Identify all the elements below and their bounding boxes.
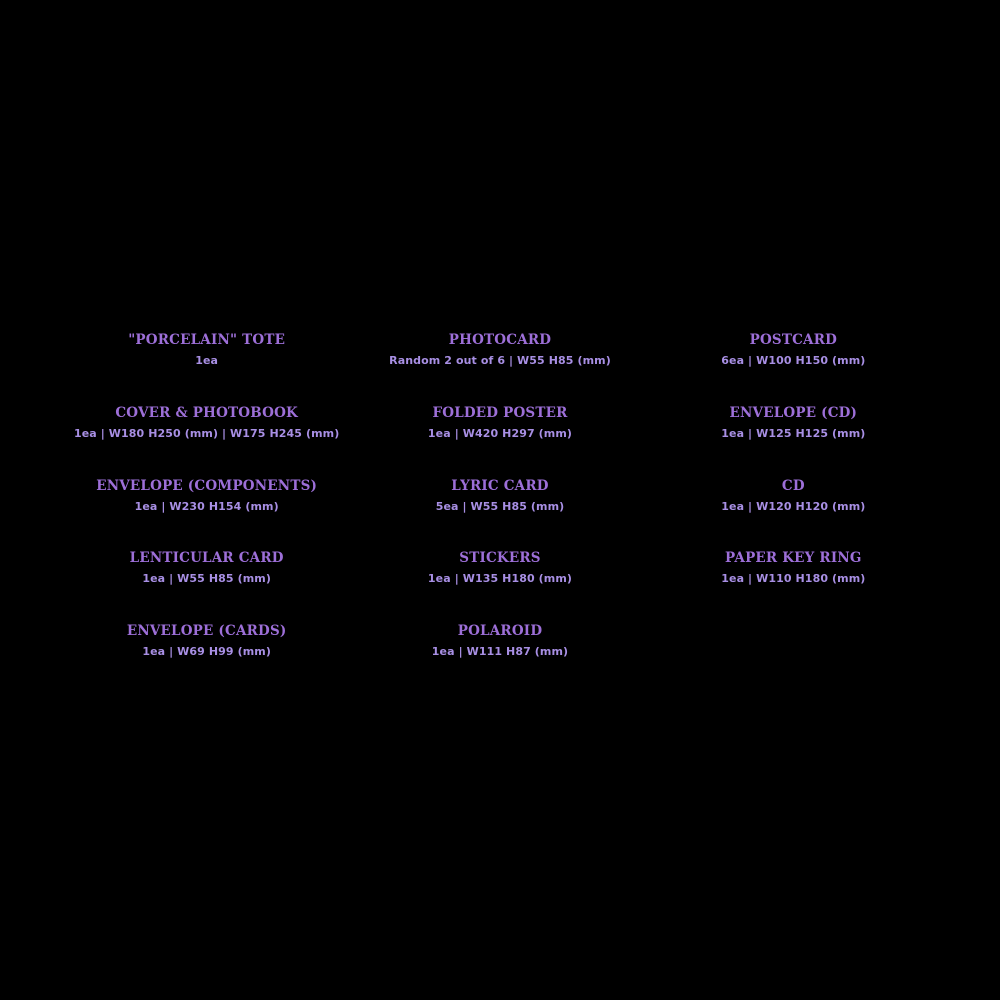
item-title: PHOTOCARD (448, 332, 552, 348)
item-spec: 1ea (195, 354, 219, 367)
package-item-postcard: POSTCARD 6ea | W100 H150 (mm) (647, 332, 940, 405)
item-spec: 1ea | W111 H87 (mm) (431, 645, 569, 659)
item-title: ENVELOPE (CARDS) (126, 623, 287, 640)
item-title: POSTCARD (749, 332, 838, 348)
item-spec: 1ea | W110 H180 (mm) (721, 572, 866, 586)
item-title: STICKERS (459, 550, 541, 567)
item-title: CD (781, 477, 805, 494)
item-title: ENVELOPE (COMPONENTS) (96, 477, 318, 494)
item-spec: 5ea | W55 H85 (mm) (435, 499, 565, 513)
package-item-envelope-components: ENVELOPE (COMPONENTS) 1ea | W230 H154 (m… (60, 478, 353, 551)
item-title: FOLDED POSTER (432, 404, 568, 421)
item-title: "PORCELAIN" TOTE (128, 332, 286, 348)
item-title: LYRIC CARD (451, 477, 549, 494)
item-title: COVER & PHOTOBOOK (115, 404, 298, 421)
package-item-photocard: PHOTOCARD Random 2 out of 6 | W55 H85 (m… (353, 332, 646, 405)
item-spec: 1ea | W135 H180 (mm) (427, 572, 573, 586)
item-title: PAPER KEY RING (725, 550, 862, 567)
item-title: ENVELOPE (CD) (729, 404, 858, 421)
item-title: LENTICULAR CARD (129, 550, 284, 567)
packaging-items-grid: "PORCELAIN" TOTE 1ea PHOTOCARD Random 2 … (60, 332, 940, 696)
item-spec: 1ea | W420 H297 (mm) (427, 426, 573, 440)
empty-cell (647, 623, 940, 696)
package-item-envelope-cards: ENVELOPE (CARDS) 1ea | W69 H99 (mm) (60, 623, 353, 696)
item-spec: 1ea | W55 H85 (mm) (142, 572, 271, 586)
item-spec: 1ea | W180 H250 (mm) | W175 H245 (mm) (73, 426, 340, 440)
item-spec: Random 2 out of 6 | W55 H85 (mm) (389, 354, 611, 367)
package-item-cd: CD 1ea | W120 H120 (mm) (647, 478, 940, 551)
item-spec: 1ea | W120 H120 (mm) (721, 499, 866, 513)
item-spec: 6ea | W100 H150 (mm) (721, 354, 866, 367)
item-spec: 1ea | W69 H99 (mm) (142, 645, 271, 659)
package-item-envelope-cd: ENVELOPE (CD) 1ea | W125 H125 (mm) (647, 405, 940, 478)
package-item-polaroid: POLAROID 1ea | W111 H87 (mm) (353, 623, 646, 696)
package-item-lenticular-card: LENTICULAR CARD 1ea | W55 H85 (mm) (60, 550, 353, 623)
item-spec: 1ea | W230 H154 (mm) (134, 499, 279, 513)
package-item-cover-photobook: COVER & PHOTOBOOK 1ea | W180 H250 (mm) |… (60, 405, 353, 478)
package-item-stickers: STICKERS 1ea | W135 H180 (mm) (353, 550, 646, 623)
package-item-paper-key-ring: PAPER KEY RING 1ea | W110 H180 (mm) (647, 550, 940, 623)
item-title: POLAROID (457, 623, 543, 640)
package-item-lyric-card: LYRIC CARD 5ea | W55 H85 (mm) (353, 478, 646, 551)
package-item-folded-poster: FOLDED POSTER 1ea | W420 H297 (mm) (353, 405, 646, 478)
package-item-porcelain-tote: "PORCELAIN" TOTE 1ea (60, 332, 353, 405)
item-spec: 1ea | W125 H125 (mm) (721, 426, 866, 440)
